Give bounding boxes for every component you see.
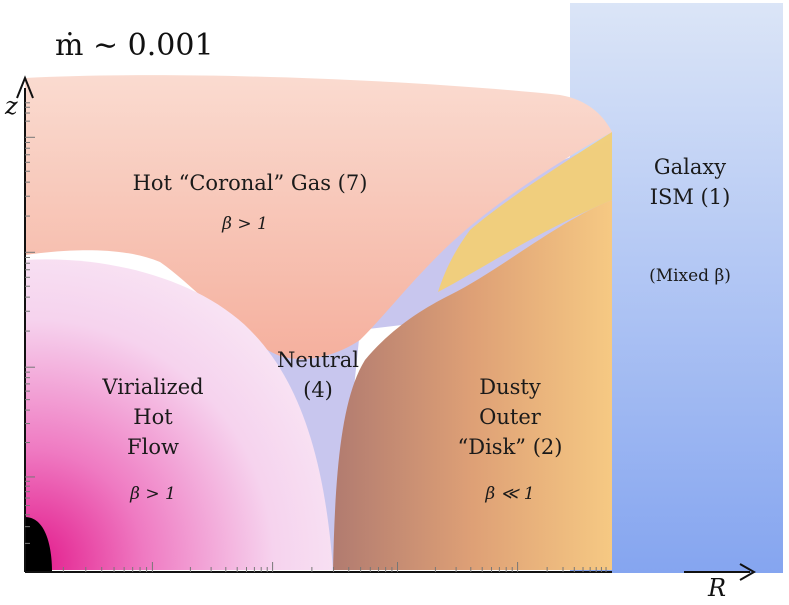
virialized-beta: β > 1 bbox=[130, 484, 176, 504]
z-axis-ticks bbox=[25, 102, 35, 544]
virialized-label-line1: Virialized bbox=[102, 375, 204, 399]
galaxy-label-line2: ISM (1) bbox=[649, 185, 731, 209]
dusty-label-line2: Outer bbox=[479, 405, 541, 429]
coronal-gas-label: Hot “Coronal” Gas (7) bbox=[132, 171, 368, 195]
dusty-disk-label: Dusty Outer “Disk” (2) bbox=[435, 372, 585, 462]
r-axis-arrowhead bbox=[739, 563, 757, 581]
virialized-flow-label: Virialized Hot Flow bbox=[78, 372, 228, 462]
dusty-label-line3: “Disk” (2) bbox=[457, 435, 563, 459]
dusty-beta: β ≪ 1 bbox=[485, 484, 535, 504]
neutral-label: Neutral (4) bbox=[258, 345, 378, 405]
neutral-label-line2: (4) bbox=[303, 378, 333, 402]
z-axis-arrowhead bbox=[16, 75, 34, 99]
galaxy-beta: (Mixed β) bbox=[649, 266, 731, 286]
virialized-flow-region bbox=[25, 259, 333, 570]
coronal-beta: β > 1 bbox=[222, 214, 268, 234]
accretion-rate-title: ṁ ∼ 0.001 bbox=[55, 28, 214, 63]
r-axis-label: R bbox=[708, 574, 727, 602]
black-hole bbox=[25, 517, 52, 572]
dusty-disk-region bbox=[333, 200, 612, 570]
virialized-label-line2: Hot bbox=[133, 405, 173, 429]
r-axis-ticks bbox=[62, 562, 607, 572]
coronal-gas-region bbox=[25, 75, 612, 359]
galaxy-ism-label: Galaxy ISM (1) bbox=[625, 152, 755, 212]
z-axis-label: z bbox=[5, 92, 18, 120]
neutral-label-line1: Neutral bbox=[276, 348, 360, 372]
dusty-label-line1: Dusty bbox=[479, 375, 541, 399]
galaxy-label-line1: Galaxy bbox=[653, 155, 727, 179]
virialized-label-line3: Flow bbox=[127, 435, 179, 459]
dust-band-region bbox=[438, 132, 612, 292]
